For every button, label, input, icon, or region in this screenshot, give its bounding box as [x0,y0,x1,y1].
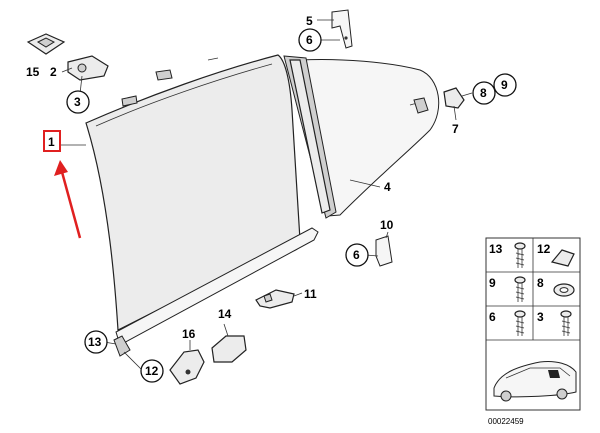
part-12-13-end [113,335,131,357]
callout-8-circle [472,81,496,105]
inset-cell-3: 3 [537,310,544,324]
inset-cell-13: 13 [489,242,503,256]
fastener-inset: 13 12 9 8 6 3 [485,237,581,411]
leader-lines [60,19,473,371]
callout-1: 1 [48,135,55,149]
callout-3-circle [66,90,90,114]
bracket-part-5 [331,9,353,49]
callout-11: 11 [304,287,317,301]
callout-15: 15 [26,65,40,79]
bracket-part-7 [443,87,465,109]
callout-13: 13 [88,335,102,349]
sunblind-part-1 [85,54,319,346]
callout-12: 12 [145,364,159,378]
callout-2: 2 [50,65,57,79]
callout-6-circle [298,28,322,52]
screw-6-icon [514,310,526,336]
callout-16: 16 [182,327,196,341]
side-window-part-4 [283,55,440,219]
callout-4: 4 [384,180,391,194]
callout-6: 6 [306,33,313,47]
callout-6b: 6 [353,248,360,262]
callout-12-circle [140,359,164,383]
part-16-cover [169,349,205,385]
clip-part-15 [26,33,66,55]
washer-8-icon [553,283,575,297]
red-arrow-indicator [54,160,82,239]
callout-9: 9 [501,78,508,92]
callout-13-circle [84,330,108,354]
callout-3: 3 [74,95,81,109]
bracket-part-10 [375,235,393,267]
inset-cell-8: 8 [537,276,544,290]
callout-5: 5 [306,14,313,28]
part-14-cover [211,335,247,363]
callout-10: 10 [380,218,394,232]
clip-part-2 [67,55,109,81]
callout-1-highlight [43,130,61,152]
inset-cell-6: 6 [489,310,496,324]
screw-9-icon [514,276,526,302]
callout-9-circle [493,73,517,97]
callout-8: 8 [480,86,487,100]
callout-7: 7 [452,122,459,136]
part-11-holder [255,289,295,309]
screw-3-icon [560,310,572,336]
inset-cell-9: 9 [489,276,496,290]
callout-14: 14 [218,307,232,321]
screw-13-icon [514,242,526,268]
inset-cell-12: 12 [537,242,551,256]
callout-6b-circle [345,243,369,267]
diagram-id: 00022459 [488,417,524,426]
car-silhouette-icon [493,361,577,402]
clip-12-icon [550,249,575,267]
